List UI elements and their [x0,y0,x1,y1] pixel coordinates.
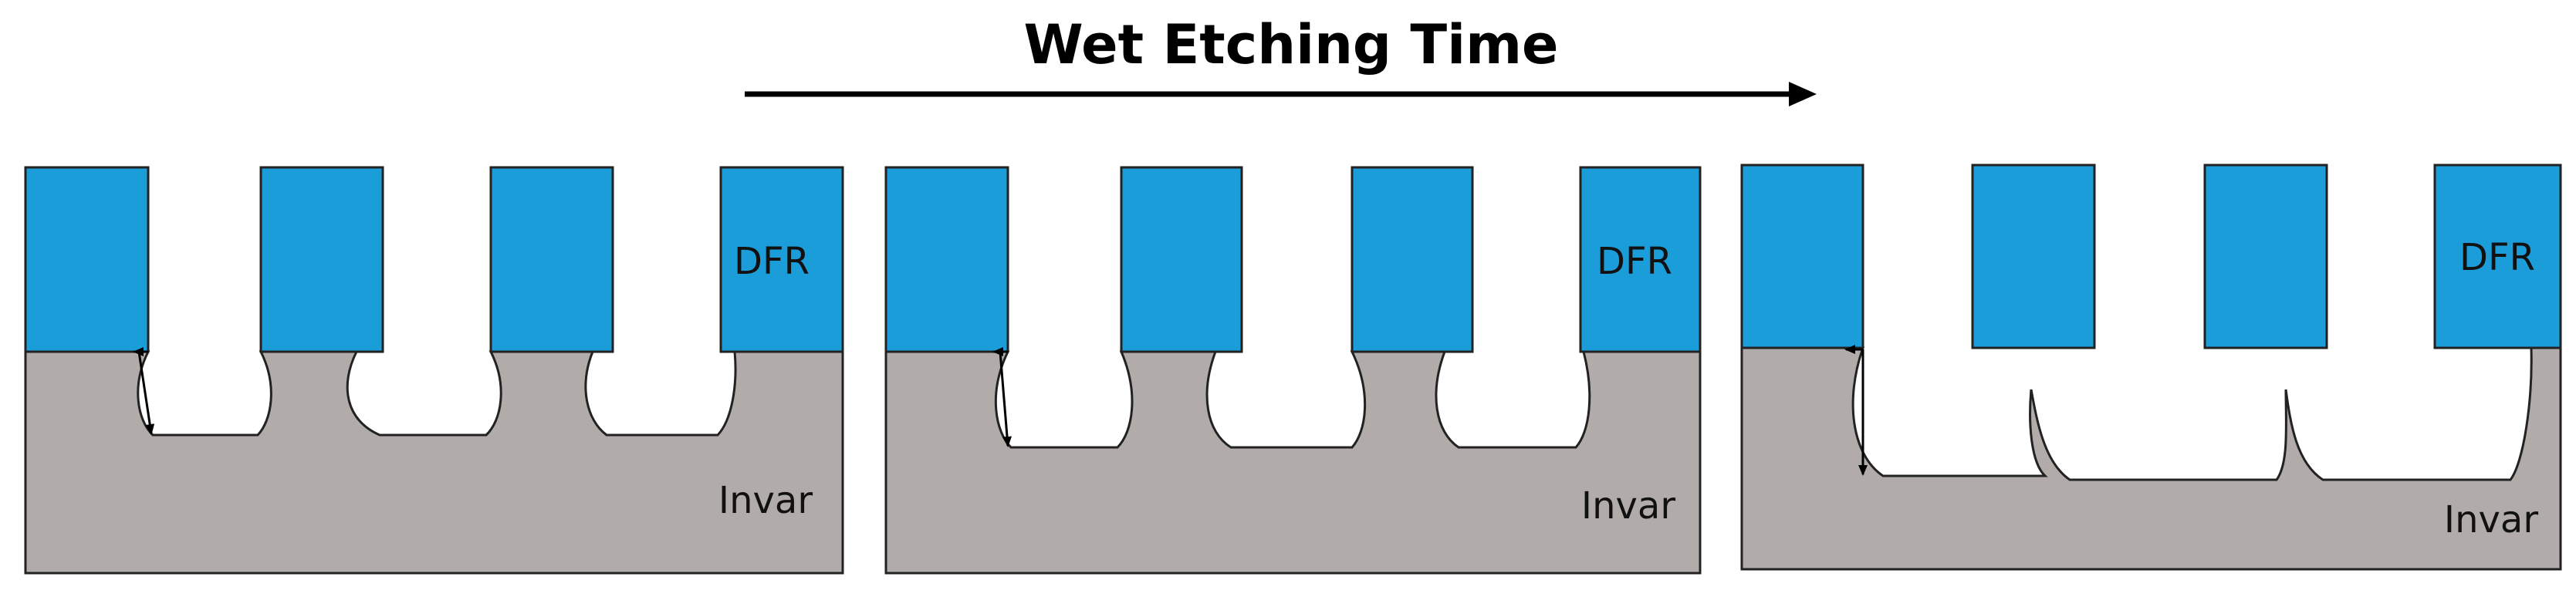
dfr-block [719,166,844,353]
dfr-label: DFR [734,240,810,283]
time-arrow [745,82,1817,106]
dfr-label: DFR [1597,240,1672,283]
panel-1: DFR Invar [24,166,844,575]
invar-substrate [1740,346,2562,571]
diagram-title: Wet Etching Time [1023,13,1558,76]
undercut-arrow [1844,345,1868,476]
undercut-arrow [992,347,1012,447]
dfr-block [884,166,1009,353]
dfr-block [1351,166,1474,353]
dfr-block [489,166,614,353]
dfr-block [24,166,150,353]
dfr-block [2433,164,2562,349]
invar-substrate [884,350,1702,575]
invar-label: Invar [718,479,813,522]
invar-label: Invar [2444,498,2538,541]
dfr-block [1579,166,1702,353]
dfr-label: DFR [2459,236,2535,279]
panel-3: DFR Invar [1740,164,2562,571]
invar-substrate [24,350,844,575]
dfr-block [1740,164,1864,349]
dfr-block [259,166,384,353]
dfr-block [1971,164,2096,349]
invar-label: Invar [1581,484,1675,528]
dfr-block [1120,166,1243,353]
undercut-arrow [133,347,155,435]
panel-2: DFR Invar [884,166,1702,575]
dfr-block [2203,164,2328,349]
